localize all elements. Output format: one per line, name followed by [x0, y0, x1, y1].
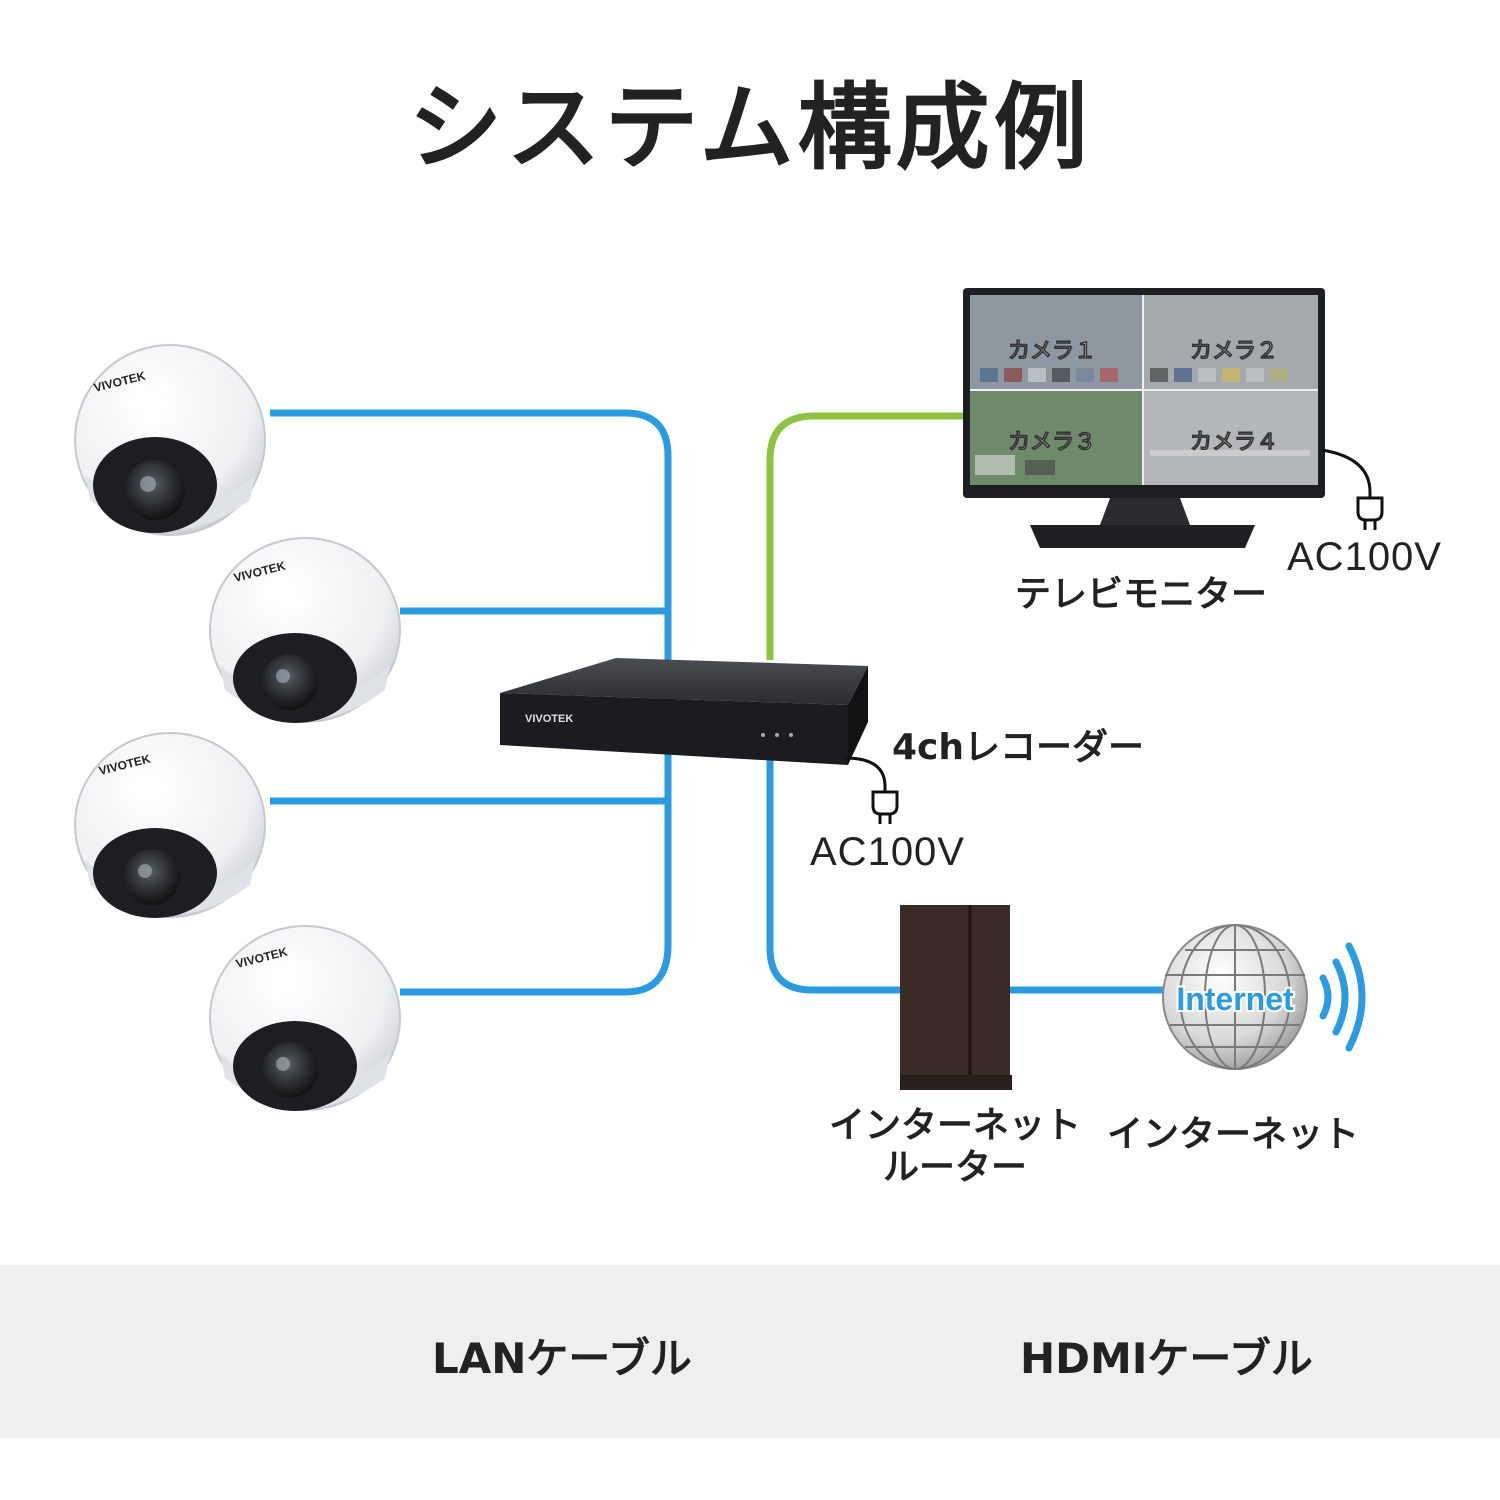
recorder-label: 4chレコーダー: [892, 727, 1145, 768]
monitor-view-label-2: カメラ２: [1190, 339, 1278, 364]
monitor-power-label: AC100V: [1287, 535, 1442, 579]
tv-monitor: カメラ１ カメラ２ カメラ３ カメラ４: [963, 288, 1325, 548]
hdmi-legend-label: HDMIケーブル: [1020, 1334, 1313, 1383]
hdmi-cable: [766, 412, 965, 660]
internet-label: インターネット: [1107, 1114, 1360, 1155]
lan-legend-label: LANケーブル: [432, 1334, 692, 1383]
recorder-device: VIVOTEK: [500, 658, 868, 765]
lan-cables: [270, 409, 1170, 996]
power-plug-icon: [1356, 492, 1384, 530]
monitor-label: テレビモニター: [1015, 574, 1268, 615]
monitor-view-label-1: カメラ１: [1008, 339, 1096, 364]
router-label: インターネット ルーター: [825, 1105, 1085, 1189]
monitor-view-label-4: カメラ４: [1190, 430, 1278, 455]
dome-camera-2: VIVOTEK: [209, 537, 401, 723]
recorder-brand: VIVOTEK: [525, 713, 573, 725]
monitor-power-cord: [1321, 448, 1372, 493]
power-plug-icon: [871, 786, 899, 824]
internet-globe-icon: Internet: [1162, 924, 1308, 1070]
page-title: システム構成例: [408, 74, 1092, 183]
legend-bar: [0, 1265, 1500, 1438]
recorder-power-cord: [844, 756, 887, 787]
monitor-view-label-3: カメラ３: [1008, 430, 1096, 455]
dome-camera-3: VIVOTEK: [74, 732, 266, 918]
wifi-signal-icon: [1319, 942, 1366, 1052]
router-device: [900, 905, 1012, 1090]
router-label-line1: インターネット: [828, 1105, 1081, 1146]
globe-text: Internet: [1176, 981, 1294, 1017]
monitor-view-4: [1144, 391, 1318, 485]
dome-camera-4: VIVOTEK: [209, 925, 401, 1111]
lan-cable-trunk: [270, 409, 672, 996]
dome-camera-1: VIVOTEK: [74, 344, 266, 536]
recorder-power-label: AC100V: [810, 830, 965, 874]
router-label-line2: ルーター: [882, 1147, 1027, 1188]
lan-cable-router: [766, 760, 905, 994]
